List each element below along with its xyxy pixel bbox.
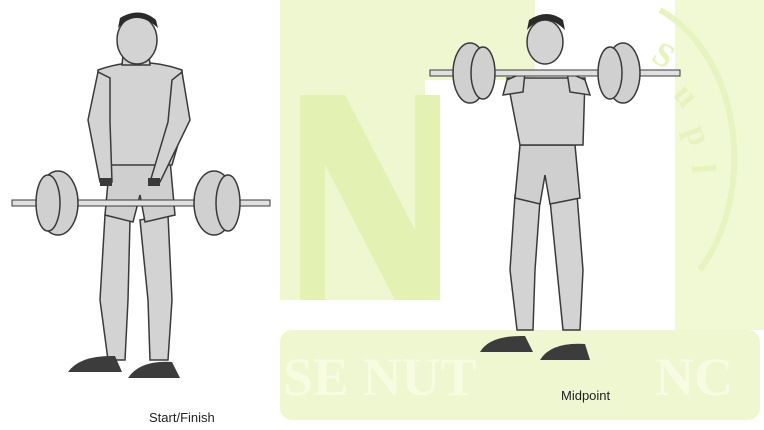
figure-midpoint	[425, 0, 725, 380]
caption-start-finish: Start/Finish	[149, 410, 215, 425]
figure-start-finish	[0, 0, 300, 400]
caption-midpoint: Midpoint	[561, 388, 610, 403]
